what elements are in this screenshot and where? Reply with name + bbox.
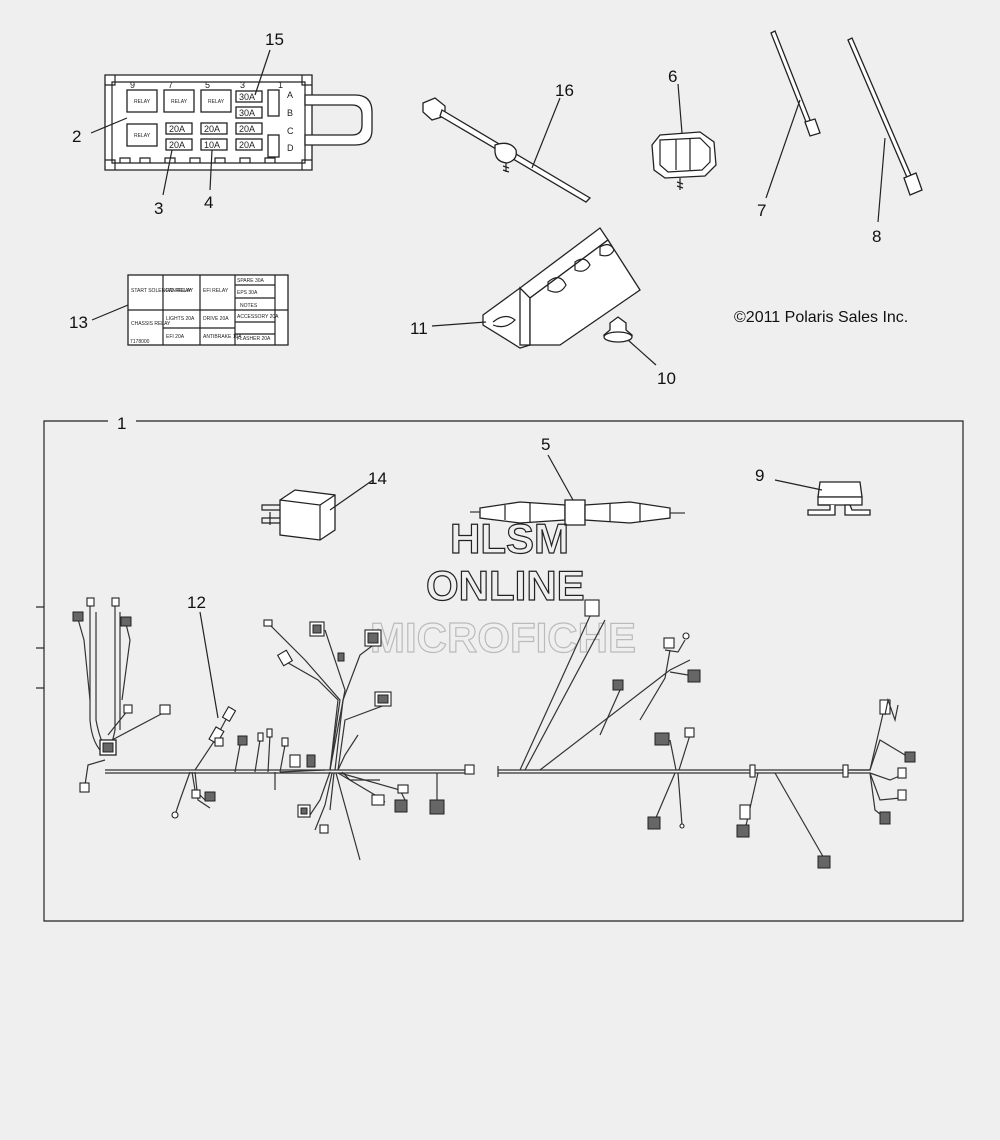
fuse-col-9: 9	[130, 80, 135, 90]
fuse-row-b: B	[287, 108, 293, 118]
tie-part-8	[847, 37, 923, 196]
bracket-part-11	[482, 227, 641, 349]
relay-label: RELAY	[134, 133, 151, 139]
callout-1: 1	[117, 414, 126, 433]
decal-cell: LIGHTS 20A	[166, 316, 195, 322]
fuse-box: 9 7 5 3 1 A B C D RELAY RELAY RELAY RELA…	[104, 74, 373, 171]
fuse-label: 20A	[204, 124, 220, 134]
fuse-col-3: 3	[240, 80, 245, 90]
callout-5: 5	[541, 435, 550, 454]
callout-14: 14	[368, 469, 387, 488]
callout-15: 15	[265, 30, 284, 49]
fuse-col-7: 7	[168, 80, 173, 90]
wiring-harness-right	[497, 599, 916, 869]
fuse-row-d: D	[287, 143, 294, 153]
callout-7: 7	[757, 201, 766, 220]
fuse-label: 20A	[239, 140, 255, 150]
decal-cell: START SOLENOID RELAY	[131, 288, 192, 294]
decal-cell: EFI RELAY	[203, 288, 229, 294]
callout-6: 6	[668, 67, 677, 86]
fuse-decal-part-13: START SOLENOID RELAY FAN RELAY EFI RELAY…	[127, 274, 289, 346]
decal-cell: FAN RELAY	[166, 288, 194, 294]
decal-cell: DRIVE 20A	[203, 316, 229, 322]
relay-label: RELAY	[134, 99, 151, 105]
relay-label: RELAY	[208, 99, 225, 105]
fuse-row-a: A	[287, 90, 293, 100]
fuse-label: 30A	[239, 108, 255, 118]
decal-cell: FLASHER 20A	[237, 336, 271, 342]
decal-cell: ANTIBRAKE 10A	[203, 334, 242, 340]
callout-12: 12	[187, 593, 206, 612]
callout-9: 9	[755, 466, 764, 485]
decal-cell: SPARE 30A	[237, 278, 265, 284]
connector-part-6	[651, 131, 717, 190]
watermark-line3: MICROFICHE	[370, 614, 636, 661]
callout-16: 16	[555, 81, 574, 100]
fuse-part-9	[807, 481, 871, 516]
callout-4: 4	[204, 193, 213, 212]
callout-2: 2	[72, 127, 81, 146]
fuse-holder-part-5	[470, 499, 685, 526]
decal-cell: ACCESSORY 20A	[237, 314, 279, 320]
watermark-line1: HLSM	[450, 515, 569, 562]
copyright-text: ©2011 Polaris Sales Inc.	[734, 309, 908, 326]
decal-cell: NOTES	[240, 303, 258, 309]
harness-kit-frame	[43, 420, 964, 922]
cable-tie-part-16	[422, 97, 592, 203]
fuse-label: 30A	[239, 92, 255, 102]
decal-cell: CHASSIS RELAY	[131, 321, 171, 327]
decal-part-no: 7178000	[130, 339, 150, 345]
fuse-label: 20A	[169, 124, 185, 134]
decal-cell: EPS 30A	[237, 290, 258, 296]
callout-8: 8	[872, 227, 881, 246]
fuse-label: 20A	[169, 140, 185, 150]
callout-11: 11	[410, 319, 428, 338]
relay-label: RELAY	[171, 99, 188, 105]
watermark-line2: ONLINE	[426, 562, 585, 609]
tie-part-7	[770, 30, 821, 137]
fuse-label: 10A	[204, 140, 220, 150]
callout-3: 3	[154, 199, 163, 218]
rivet-part-10	[602, 316, 634, 343]
callout-13: 13	[69, 313, 88, 332]
fuse-label: 20A	[239, 124, 255, 134]
relay-part-14	[261, 489, 336, 541]
callout-10: 10	[657, 369, 676, 388]
decal-cell: EFI 20A	[166, 334, 185, 340]
fuse-row-c: C	[287, 126, 294, 136]
fuse-col-1: 1	[278, 80, 283, 90]
wiring-harness-left	[36, 597, 475, 861]
fuse-col-5: 5	[205, 80, 210, 90]
